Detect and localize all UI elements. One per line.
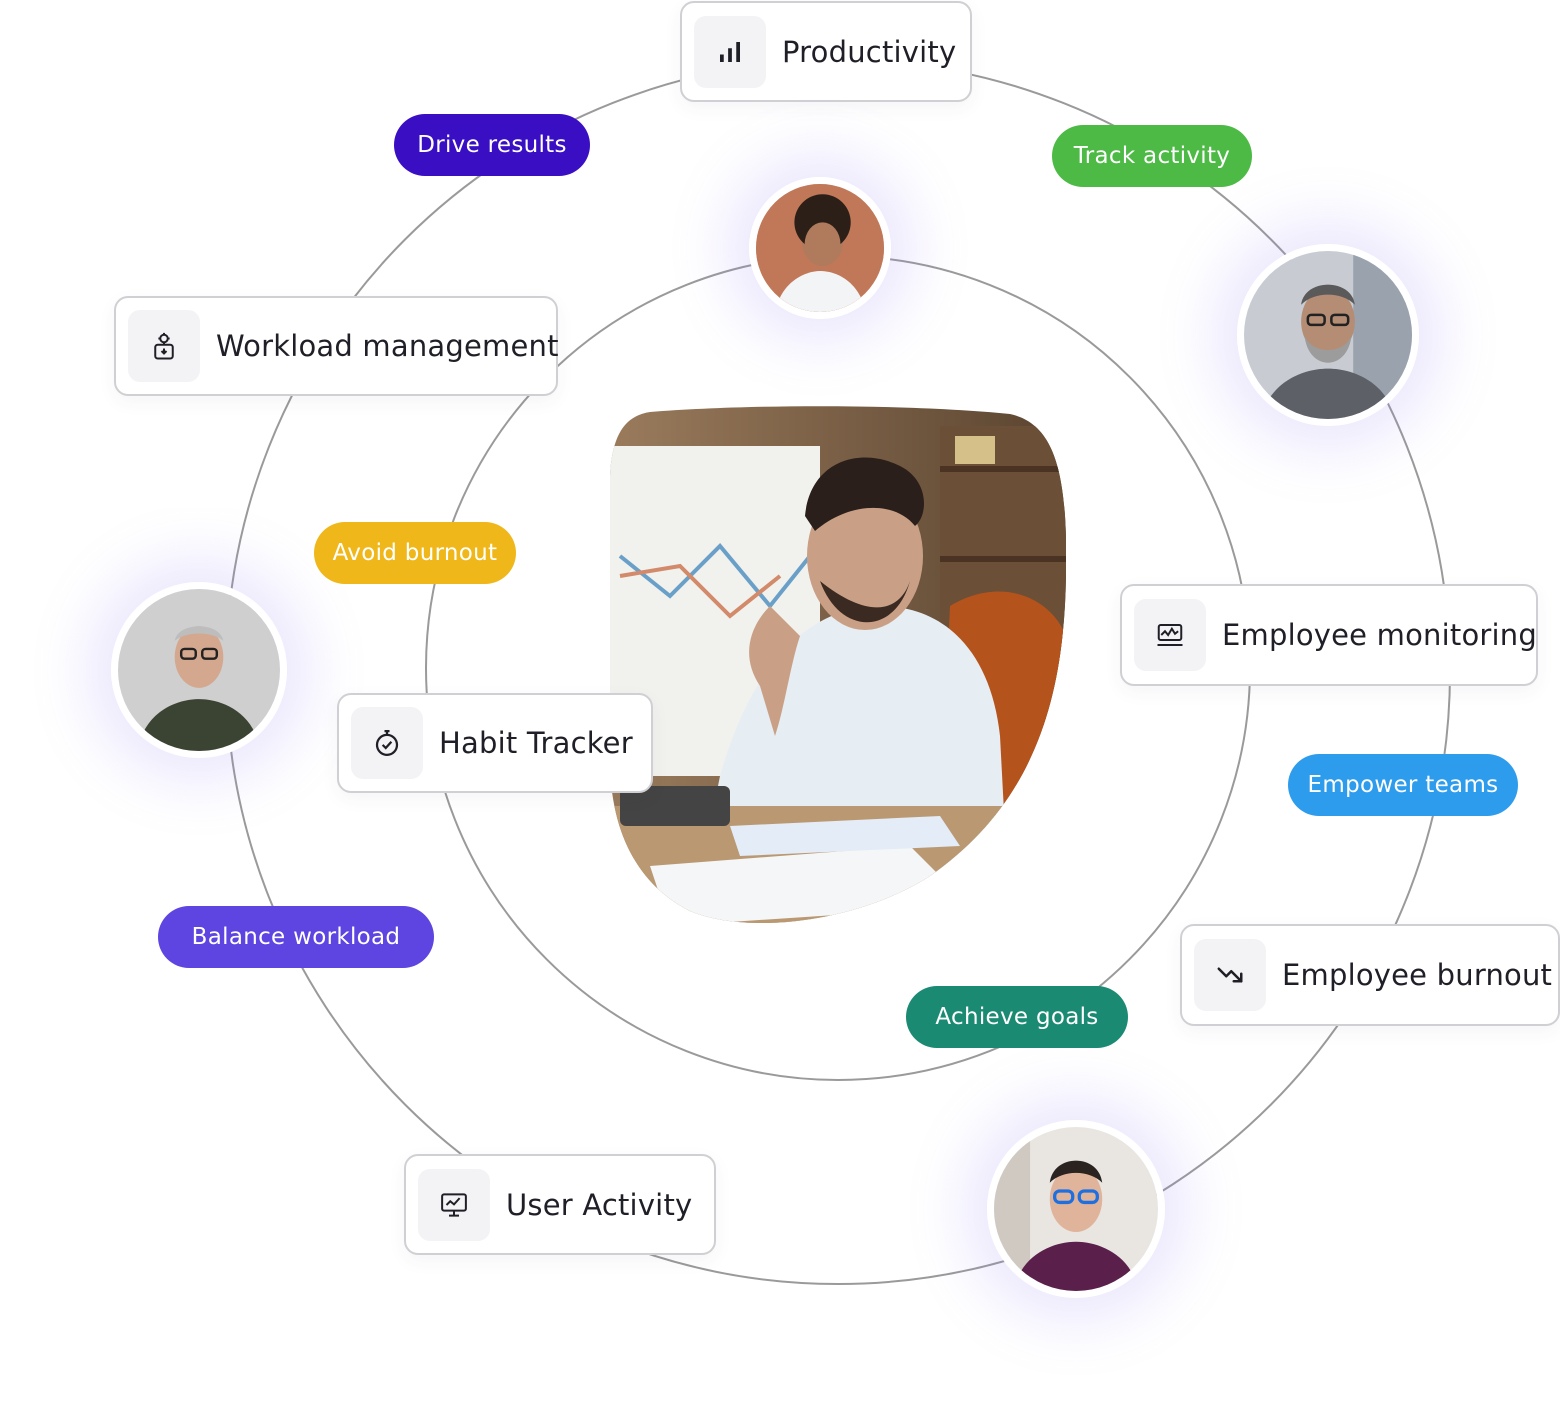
card-habit-tracker[interactable]: Habit Tracker: [337, 693, 653, 793]
avatar-curly-hair-man: [749, 177, 891, 319]
card-workload-management[interactable]: Workload management: [114, 296, 559, 396]
desktop-chart-icon: [418, 1168, 490, 1241]
avatar-older-man-glasses: [111, 582, 287, 758]
pill-empower-teams: Empower teams: [1288, 754, 1518, 816]
avatar-bearded-man-glasses: [1237, 244, 1419, 426]
monitor-pulse-icon: [1134, 599, 1206, 671]
pill-track-activity: Track activity: [1052, 125, 1252, 187]
pill-balance-workload: Balance workload: [158, 906, 434, 968]
avatar-man-blue-glasses: [987, 1120, 1165, 1298]
center-photo-man-at-desk: [610, 406, 1066, 924]
card-employee-monitoring[interactable]: Employee monitoring: [1120, 584, 1538, 686]
card-productivity[interactable]: Productivity: [680, 1, 972, 102]
card-user-activity[interactable]: User Activity: [404, 1154, 716, 1255]
bar-chart-icon: [694, 15, 766, 88]
gear-clipboard-icon: [128, 310, 200, 382]
trend-down-icon: [1194, 939, 1266, 1011]
card-label: Productivity: [782, 34, 957, 69]
pill-achieve-goals: Achieve goals: [906, 986, 1128, 1048]
pill-avoid-burnout: Avoid burnout: [314, 522, 516, 584]
stopwatch-icon: [351, 707, 423, 779]
card-label: Habit Tracker: [439, 726, 633, 760]
pill-drive-results: Drive results: [394, 114, 590, 176]
card-employee-burnout[interactable]: Employee burnout: [1180, 924, 1560, 1026]
card-label: Employee burnout: [1282, 958, 1553, 992]
card-label: User Activity: [506, 1187, 693, 1222]
card-label: Employee monitoring: [1222, 618, 1537, 652]
card-label: Workload management: [216, 329, 559, 363]
